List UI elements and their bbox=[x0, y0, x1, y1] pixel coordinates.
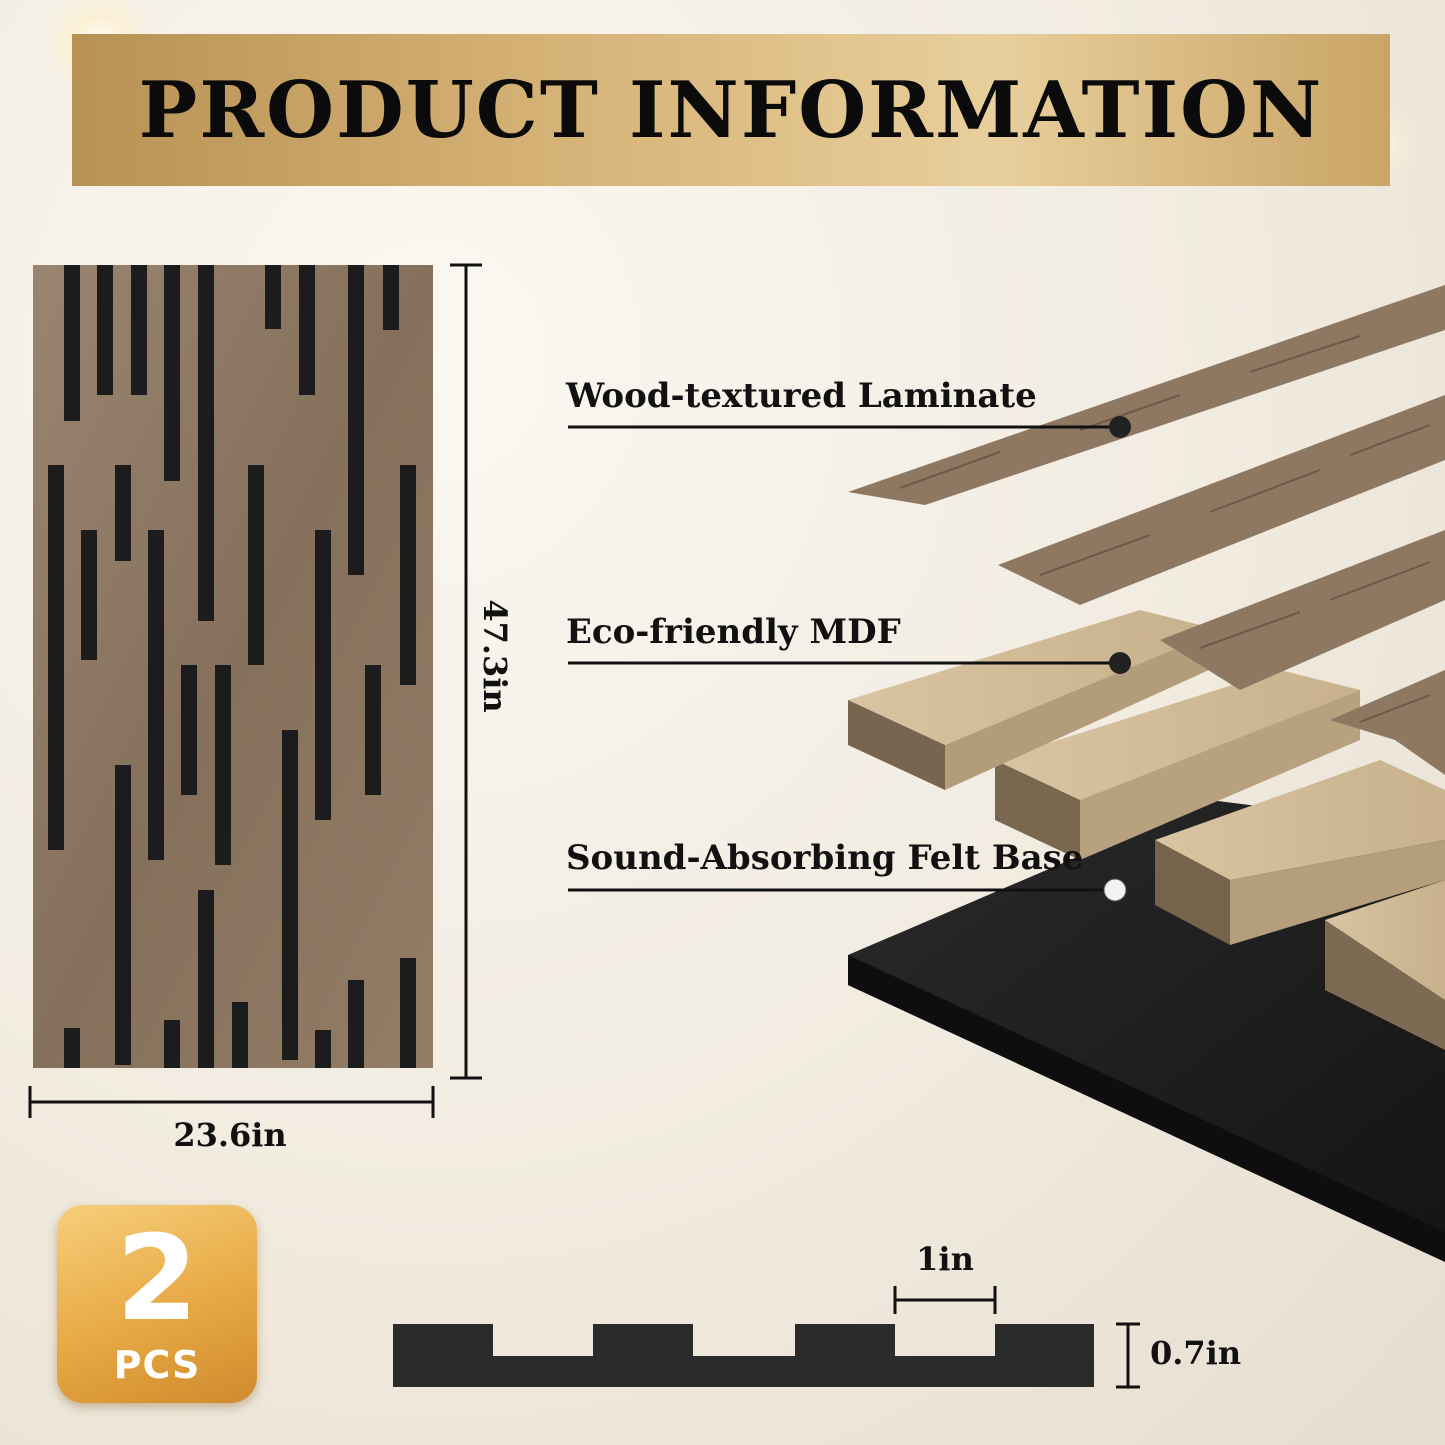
panel-felt-slot bbox=[348, 980, 364, 1068]
panel-felt-slot bbox=[400, 958, 416, 1068]
panel-felt-slot bbox=[348, 265, 364, 575]
header-banner: PRODUCT INFORMATION bbox=[72, 34, 1390, 186]
panel-felt-slot bbox=[383, 265, 399, 330]
panel-felt-slot bbox=[148, 530, 164, 860]
layer-leader-lines bbox=[568, 425, 1120, 892]
panel-felt-slot bbox=[115, 765, 131, 1065]
panel-felt-slot bbox=[97, 265, 113, 395]
panel-felt-slot bbox=[315, 1030, 331, 1068]
layer-label-laminate: Wood-textured Laminate bbox=[566, 376, 1037, 416]
wood-laminate-layer bbox=[848, 285, 1445, 775]
panel-felt-slot bbox=[48, 810, 64, 850]
panel-felt-slots bbox=[48, 265, 416, 1068]
width-label: 23.6in bbox=[173, 1116, 286, 1154]
width-dimension-line bbox=[28, 1086, 435, 1118]
panel-felt-slot bbox=[198, 265, 214, 621]
wood-panel bbox=[33, 265, 433, 1068]
quantity-count: 2 bbox=[115, 1209, 199, 1347]
panel-felt-slot bbox=[265, 265, 281, 329]
panel-felt-slot bbox=[315, 530, 331, 820]
panel-felt-slot bbox=[115, 465, 131, 561]
quantity-badge: 2 PCS bbox=[57, 1205, 257, 1403]
layer-label-felt: Sound-Absorbing Felt Base bbox=[566, 838, 1084, 878]
thickness-dimension bbox=[1116, 1322, 1140, 1389]
slat-cross-section bbox=[393, 1324, 1094, 1387]
felt-pointer-dot bbox=[1103, 878, 1127, 902]
panel-felt-slot bbox=[131, 265, 147, 395]
panel-felt-slot bbox=[48, 465, 64, 825]
panel-felt-slot bbox=[181, 665, 197, 795]
panel-felt-slot bbox=[365, 665, 381, 795]
quantity-unit: PCS bbox=[113, 1343, 201, 1387]
page-title: PRODUCT INFORMATION bbox=[138, 64, 1324, 156]
slat-width-label: 1in bbox=[916, 1240, 974, 1278]
mdf-slats-layer bbox=[848, 610, 1445, 1050]
layer-label-mdf: Eco-friendly MDF bbox=[566, 612, 901, 652]
height-label: 47.3in bbox=[476, 599, 514, 712]
panel-felt-slot bbox=[400, 465, 416, 685]
thickness-label: 0.7in bbox=[1150, 1334, 1241, 1372]
panel-felt-slot bbox=[248, 465, 264, 665]
panel-felt-slot bbox=[282, 730, 298, 1060]
wood-grain-streaks bbox=[899, 335, 1431, 723]
panel-felt-slot bbox=[164, 1020, 180, 1068]
panel-felt-slot bbox=[232, 1002, 248, 1068]
panel-felt-slot bbox=[215, 665, 231, 865]
laminate-pointer-dot bbox=[1109, 416, 1131, 438]
panel-felt-slot bbox=[299, 265, 315, 395]
slat-width-dimension bbox=[893, 1286, 997, 1314]
mdf-pointer-dot bbox=[1109, 652, 1131, 674]
panel-felt-slot bbox=[164, 265, 180, 481]
panel-felt-slot bbox=[64, 1028, 80, 1068]
panel-felt-slot bbox=[198, 890, 214, 1068]
panel-felt-slot bbox=[64, 265, 80, 421]
height-dimension-line bbox=[450, 263, 482, 1080]
panel-felt-slot bbox=[81, 530, 97, 660]
